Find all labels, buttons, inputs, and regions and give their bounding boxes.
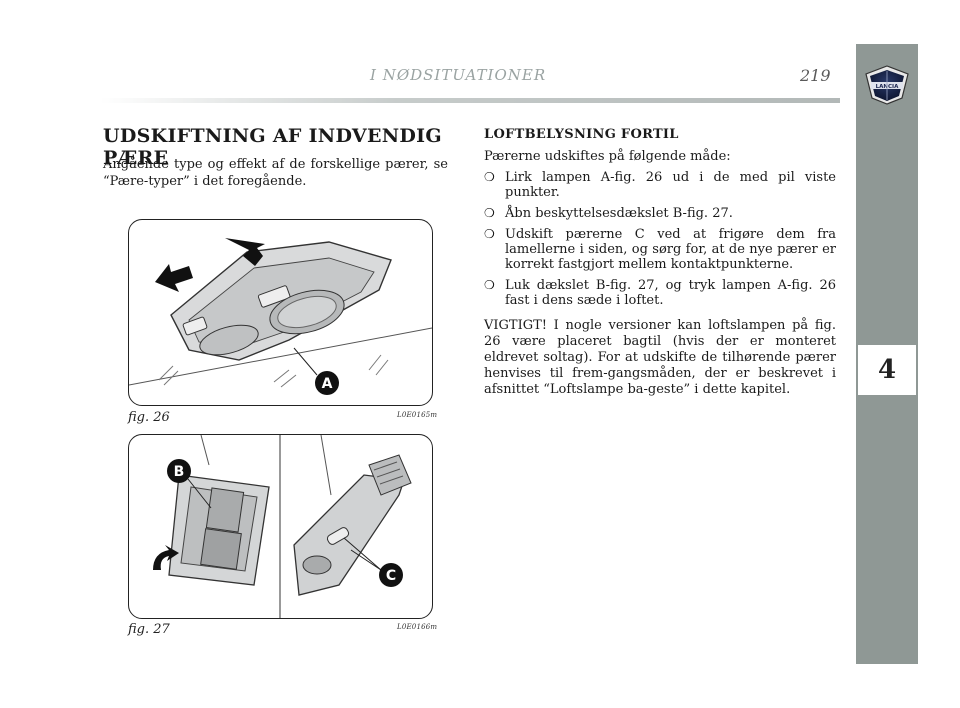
figure-26-code: L0E0165m [397, 411, 438, 419]
figure-27-code: L0E0166m [397, 623, 438, 631]
bullet-icon: ❍ [484, 227, 495, 241]
section-title: UDSKIFTNING AF INDVENDIG PÆRE [103, 125, 442, 169]
figure-27-frame: B C [128, 434, 433, 619]
header-rule [100, 98, 840, 103]
list-item: ❍ Luk dækslet B-fig. 27, og tryk lampen A… [484, 278, 836, 308]
callout-c-label: C [386, 568, 396, 584]
callout-b-badge [167, 459, 191, 483]
lancia-logo-icon: LANCIA [862, 64, 912, 106]
figure-26-frame: A [128, 219, 433, 406]
ceiling-lamp-illustration: A [129, 238, 432, 395]
step-list: ❍ Lirk lampen A-fig. 26 ud i de med pil v… [484, 170, 836, 314]
bullet-icon: ❍ [484, 206, 495, 220]
bullet-icon: ❍ [484, 170, 495, 184]
rotate-arrow-icon [153, 545, 179, 570]
chapter-number-tab[interactable]: 4 [858, 345, 916, 395]
lamp-cover-illustration: B C [153, 435, 412, 618]
bullet-icon: ❍ [484, 278, 495, 292]
chapter-title: I NØDSITUATIONER [370, 66, 547, 84]
arrow-icon [225, 238, 265, 266]
figure-26-label: fig. 26 [128, 410, 170, 425]
step-text: Udskift pærerne C ved at frigøre dem fra… [505, 227, 836, 272]
callout-b-label: B [174, 464, 185, 480]
important-note: VIGTIGT! I nogle versioner kan loftslamp… [484, 318, 836, 397]
callout-a-badge [315, 371, 339, 395]
step-text: Åbn beskyttelsesdækslet B-fig. 27. [505, 206, 733, 221]
page-number: 219 [800, 66, 831, 85]
list-item: ❍ Lirk lampen A-fig. 26 ud i de med pil v… [484, 170, 836, 200]
arrow-icon [155, 264, 193, 292]
figure-27-label: fig. 27 [128, 622, 170, 637]
callout-c-badge [379, 563, 403, 587]
subheading: LOFTBELYSNING FORTIL [484, 127, 679, 142]
list-item: ❍ Udskift pærerne C ved at frigøre dem fr… [484, 227, 836, 272]
callout-a-label: A [322, 376, 333, 392]
steps-intro: Pærerne udskiftes på følgende måde: [484, 149, 731, 164]
list-item: ❍ Åbn beskyttelsesdækslet B-fig. 27. [484, 206, 836, 221]
intro-paragraph: Angående type og effekt af de forskellig… [103, 157, 448, 189]
step-text: Luk dækslet B-fig. 27, og tryk lampen A-… [505, 278, 836, 308]
step-text: Lirk lampen A-fig. 26 ud i de med pil vi… [505, 170, 836, 200]
